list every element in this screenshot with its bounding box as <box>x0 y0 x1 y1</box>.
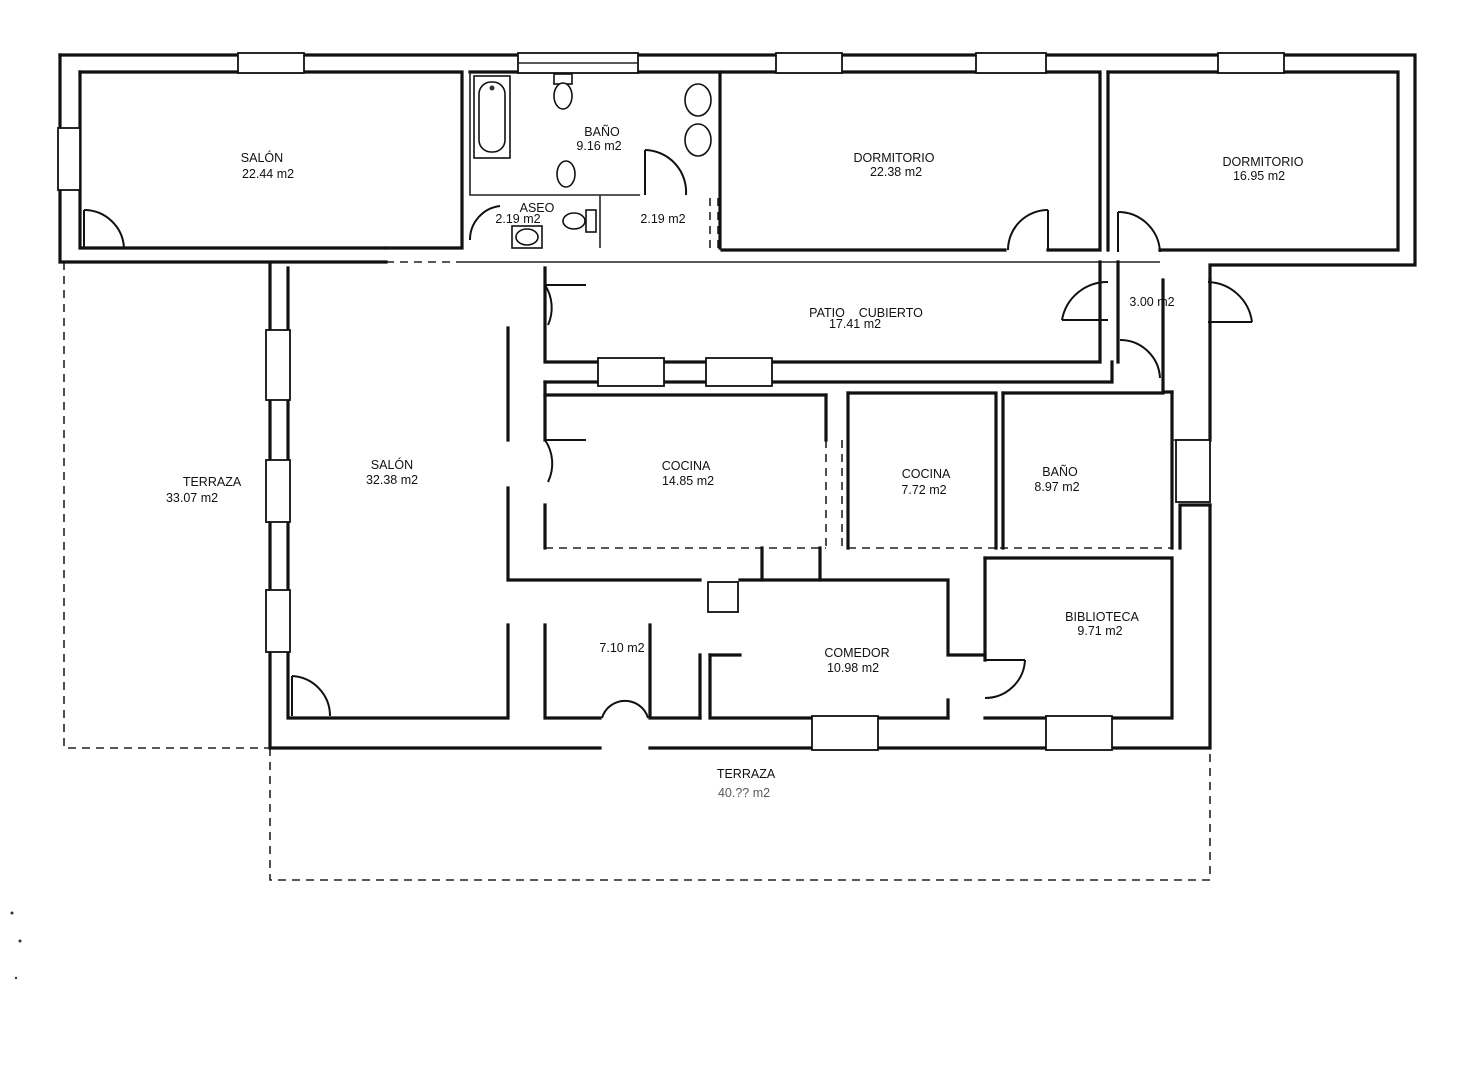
room-name-biblioteca: BIBLIOTECA <box>1065 610 1139 624</box>
upper-windows <box>57 52 1285 191</box>
lower-windows <box>265 329 1211 751</box>
room-area-biblioteca: 9.71 m2 <box>1077 624 1122 638</box>
room-area-patio: 17.41 m2 <box>829 317 881 331</box>
room-area-vestibulo: 3.00 m2 <box>1129 295 1174 309</box>
room-name-bano-1: BAÑO <box>584 125 620 139</box>
room-name-terraza-2: TERRAZA <box>717 767 776 781</box>
room-area-dormitorio-2: 16.95 m2 <box>1233 169 1285 183</box>
room-area-comedor: 10.98 m2 <box>827 661 879 675</box>
patio-walls <box>543 260 1212 442</box>
room-name-terraza-1: TERRAZA <box>183 475 242 489</box>
room-name-cocina-1: COCINA <box>662 459 711 473</box>
room-area-cocina-1: 14.85 m2 <box>662 474 714 488</box>
bidet-icon <box>556 160 576 188</box>
room-name-salon-2: SALÓN <box>371 457 413 472</box>
room-name-patio: PATIO CUBIERTO <box>809 306 923 320</box>
room-name-aseo: ASEO <box>520 201 555 215</box>
room-name-bano-2: BAÑO <box>1042 465 1078 479</box>
doors <box>83 149 1253 719</box>
room-name-comedor: COMEDOR <box>824 646 889 660</box>
room-area-salon-2: 32.38 m2 <box>366 473 418 487</box>
room-name-cocina-2: COCINA <box>902 467 951 481</box>
room-area-dormitorio-1: 22.38 m2 <box>870 165 922 179</box>
toilet-icon <box>562 209 597 233</box>
room-name-dormitorio-1: DORMITORIO <box>853 151 934 165</box>
room-area-hall-small: 2.19 m2 <box>640 212 685 226</box>
room-area-salon-1: 22.44 m2 <box>242 167 294 181</box>
toilet-icon <box>553 73 573 110</box>
fixtures <box>473 73 712 249</box>
terraza-outline-left <box>63 262 270 749</box>
terraza-outline-bottom <box>269 748 1211 881</box>
room-area-aseo: 2.19 m2 <box>495 212 540 226</box>
room-area-entrada: 7.10 m2 <box>599 641 644 655</box>
room-area-cocina-2: 7.72 m2 <box>901 483 946 497</box>
room-area-bano-1: 9.16 m2 <box>576 139 621 153</box>
room-area-bano-2: 8.97 m2 <box>1034 480 1079 494</box>
upper-wing-walls <box>58 53 1417 282</box>
lower-block-walls <box>268 263 1212 750</box>
room-name-salon-1: SALÓN <box>241 150 283 165</box>
room-area-terraza-1: 33.07 m2 <box>166 491 218 505</box>
room-name-dormitorio-2: DORMITORIO <box>1222 155 1303 169</box>
sink-icon <box>511 83 712 249</box>
room-labels: SALÓN 22.44 m2 BAÑO 9.16 m2 ASEO 2.19 m2… <box>166 125 1304 800</box>
scan-specks <box>10 911 22 980</box>
room-area-terraza-2: 40.?? m2 <box>718 786 770 800</box>
